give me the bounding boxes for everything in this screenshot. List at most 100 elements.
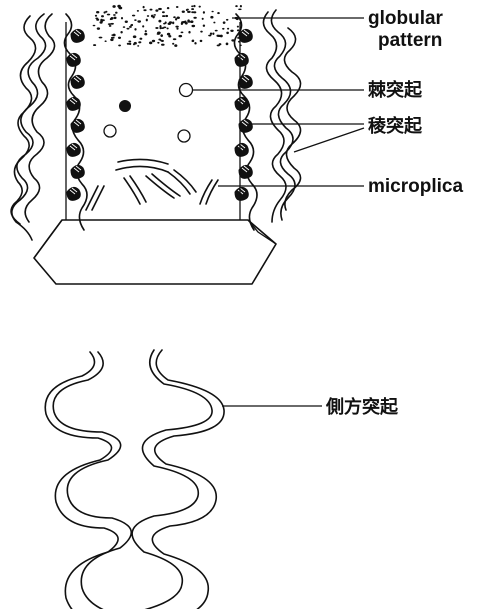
globular-dot [240,5,242,7]
globular-label-line1: globular [368,8,444,29]
globular-dot [191,40,193,42]
globular-dot [218,35,221,37]
globular-dot [117,5,121,8]
globular-dot [118,37,121,39]
top-labels: globular pattern 棘突起 稜突起 microplica [192,8,463,197]
globular-dot [147,15,149,17]
globular-dot [181,32,184,34]
globular-dot [191,25,195,27]
globular-dot [160,40,163,42]
globular-dot [238,8,241,10]
globular-dot [237,26,239,28]
globular-dot [157,42,159,44]
globular-dot [137,10,139,12]
globular-dot [157,33,160,35]
globular-dot [113,17,116,19]
globular-dot [155,9,158,11]
globular-dot [144,33,147,36]
globular-dot [155,27,158,29]
globular-dot [153,14,156,16]
globular-dot [210,32,212,34]
right-far-wavy-edge [284,28,300,210]
globular-dot [203,11,205,14]
globular-dot [188,31,190,34]
globular-dot [163,23,166,25]
globular-dot [208,35,211,37]
globular-dot [132,15,135,17]
globular-dot [235,5,238,7]
globular-dot [149,42,152,45]
globular-dot [139,38,142,40]
globular-dot [176,6,179,8]
right-outer-wavy-edge-inner [263,12,286,222]
small-circle-right [178,130,190,142]
globular-dot [109,25,112,27]
globular-dot [210,16,213,19]
globular-dot [203,25,205,27]
globular-dot [110,39,113,42]
globular-dot [93,25,96,27]
globular-dot [113,34,116,37]
globular-dot [176,28,178,30]
globular-dot [123,26,126,28]
globular-dot [191,11,194,13]
globular-dot [162,11,165,13]
globular-dot [200,40,203,42]
globular-dot [134,19,137,21]
globular-dot [223,21,226,24]
globular-dot [129,26,132,28]
globular-dot [111,37,115,39]
globular-dot [167,27,169,29]
microplica-label: microplica [368,176,463,197]
globular-dot [93,44,96,46]
globular-dot [199,6,201,8]
globular-dot [163,27,166,29]
globular-dot [187,11,191,13]
globular-dot [191,5,193,7]
globular-dot [162,15,165,17]
globular-dot [146,19,148,22]
cell-body-top-edge [34,220,62,258]
globular-dot [143,9,146,11]
globular-dot [104,11,106,13]
globular-dot [120,31,122,33]
globular-dot [226,32,229,34]
globular-dot [137,45,139,47]
globular-dot [127,43,130,45]
globular-dot [173,16,176,18]
globular-dot [187,21,191,23]
right-wavy-strand-outer [152,350,224,609]
globular-dot [113,14,116,16]
globular-dot [226,43,229,46]
globular-dot [105,40,107,42]
globular-dot [95,15,97,17]
globular-dot [227,28,229,30]
globular-dot [168,35,171,38]
microplicae-strokes [86,159,218,210]
cell-surface-figure [11,5,300,284]
globular-dot [211,11,213,13]
globular-dot [96,19,99,21]
globular-dot [191,8,194,10]
globular-dot [182,10,185,12]
globular-dot [134,42,137,45]
ridge-process-label: 稜突起 [368,115,423,137]
globular-dot [101,15,104,17]
right-ridge-knobs [235,29,252,200]
globular-dot [185,22,188,25]
cell-body-outline [34,220,276,284]
globular-dot [96,11,99,13]
globular-dot [194,42,196,45]
globular-dot [178,35,182,37]
globular-dot [212,32,214,34]
globular-dot [126,28,129,30]
globular-dot [193,17,196,19]
globular-dot [138,41,141,43]
globular-dot [193,5,195,7]
globular-dot [118,44,121,46]
globular-dot [172,22,174,25]
small-circle-left [104,125,116,137]
globular-dot [160,34,163,37]
globular-dot [137,20,141,22]
